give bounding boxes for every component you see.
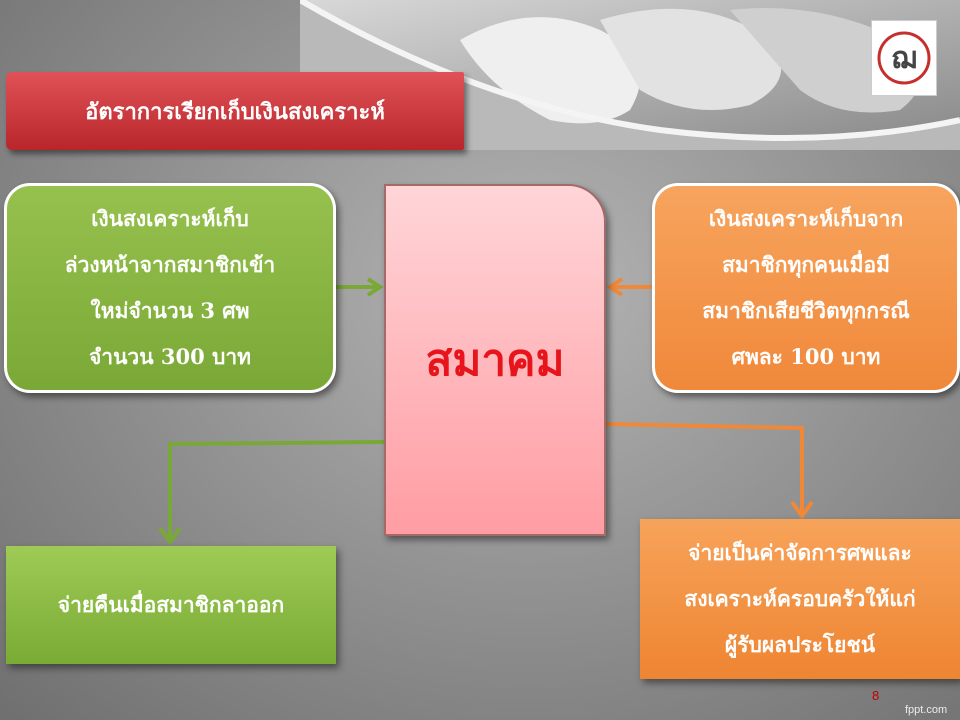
payout-line: จ่ายเป็นค่าจัดการศพและ xyxy=(688,540,912,565)
svg-text:ฌ: ฌ xyxy=(891,41,917,76)
right-box-line: สมาชิกทุกคนเมื่อมี xyxy=(722,252,890,277)
left-box-line: ใหม่จำนวน 3 ศพ xyxy=(90,298,250,323)
beneficiary-payout-box: จ่ายเป็นค่าจัดการศพและ สงเคราะห์ครอบครัว… xyxy=(640,519,960,679)
hands-photo xyxy=(300,0,960,150)
refund-text: จ่ายคืนเมื่อสมาชิกลาออก xyxy=(57,591,285,617)
right-box-line: ศพละ 100 บาท xyxy=(731,344,881,369)
association-label: สมาคม xyxy=(425,335,565,386)
arrow-center-to-bottom-right xyxy=(605,422,804,514)
arrow-center-to-bottom-left xyxy=(168,440,385,540)
new-member-fee-box: เงินสงเคราะห์เก็บ ล่วงหน้าจากสมาชิกเข้า … xyxy=(4,183,336,393)
arrowhead-left-to-center xyxy=(366,277,384,297)
title-banner: อัตราการเรียกเก็บเงินสงเคราะห์ xyxy=(6,72,464,150)
arrowhead-right-to-center xyxy=(606,277,624,297)
arrowhead-center-to-bottom-right xyxy=(790,500,814,520)
green-connectors xyxy=(158,277,385,546)
refund-on-resign-box: จ่ายคืนเมื่อสมาชิกลาออก xyxy=(6,546,336,664)
left-box-line: จำนวน 300 บาท xyxy=(88,344,252,369)
association-box: สมาคม xyxy=(384,184,606,536)
page-number: 8 xyxy=(872,688,880,703)
template-credit: fppt.com xyxy=(905,704,948,716)
right-box-line: สมาชิกเสียชีวิตทุกกรณี xyxy=(702,298,910,323)
logo: ฌ xyxy=(871,20,937,96)
right-box-line: เงินสงเคราะห์เก็บจาก xyxy=(708,206,904,231)
death-fee-box: เงินสงเคราะห์เก็บจาก สมาชิกทุกคนเมื่อมี … xyxy=(652,183,960,393)
left-box-line: เงินสงเคราะห์เก็บ xyxy=(91,206,249,231)
left-box-line: ล่วงหน้าจากสมาชิกเข้า xyxy=(64,252,276,277)
payout-line: สงเคราะห์ครอบครัวให้แก่ xyxy=(684,586,916,611)
logo-icon: ฌ xyxy=(877,31,931,85)
payout-line: ผู้รับผลประโยชน์ xyxy=(724,632,876,657)
page-title: อัตราการเรียกเก็บเงินสงเคราะห์ xyxy=(85,98,385,125)
orange-connectors xyxy=(605,277,814,520)
arrowhead-center-to-bottom-left xyxy=(158,526,182,546)
